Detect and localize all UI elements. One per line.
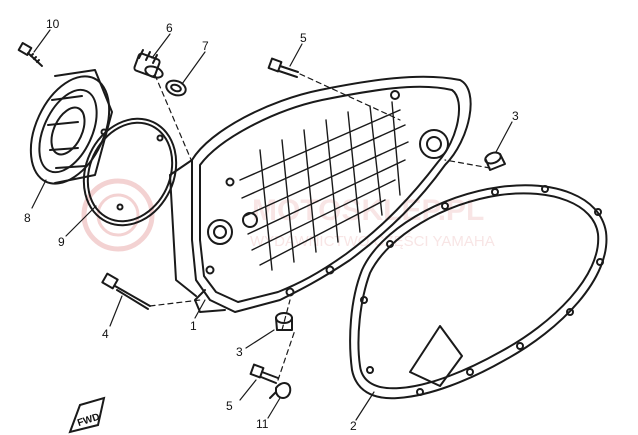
callout-3-lower: 3: [236, 345, 243, 359]
callout-5-lower: 5: [226, 399, 233, 413]
callout-1: 1: [190, 319, 197, 333]
callout-4: 4: [102, 327, 109, 341]
fwd-arrow: FWD: [68, 396, 106, 434]
callout-5-upper: 5: [300, 31, 307, 45]
leader-lines: [31, 29, 513, 421]
part-9-gasket: [82, 117, 178, 227]
fwd-arrow-icon: [68, 396, 106, 434]
part-6-plug: [133, 49, 164, 79]
callout-2: 2: [350, 419, 357, 433]
callout-3-upper: 3: [512, 109, 519, 123]
part-5-bolt-lower: [249, 363, 279, 384]
part-7-washer: [165, 79, 187, 97]
callout-7: 7: [202, 39, 209, 53]
part-11-clamp: [269, 382, 292, 399]
callout-10: 10: [46, 17, 60, 31]
part-5-bolt-upper: [267, 57, 299, 78]
part-10-screw: [17, 42, 43, 67]
part-1-crankcase-cover: [169, 75, 472, 313]
part-3-dowel-lower: [275, 312, 293, 331]
part-3-dowel-upper: [484, 151, 506, 171]
part-8-cover: [29, 69, 113, 185]
callout-9: 9: [58, 235, 65, 249]
callout-8: 8: [24, 211, 31, 225]
part-4-bolt: [101, 272, 151, 310]
callout-11: 11: [256, 417, 269, 431]
callout-6: 6: [166, 21, 173, 35]
part-2-gasket: [349, 184, 608, 400]
